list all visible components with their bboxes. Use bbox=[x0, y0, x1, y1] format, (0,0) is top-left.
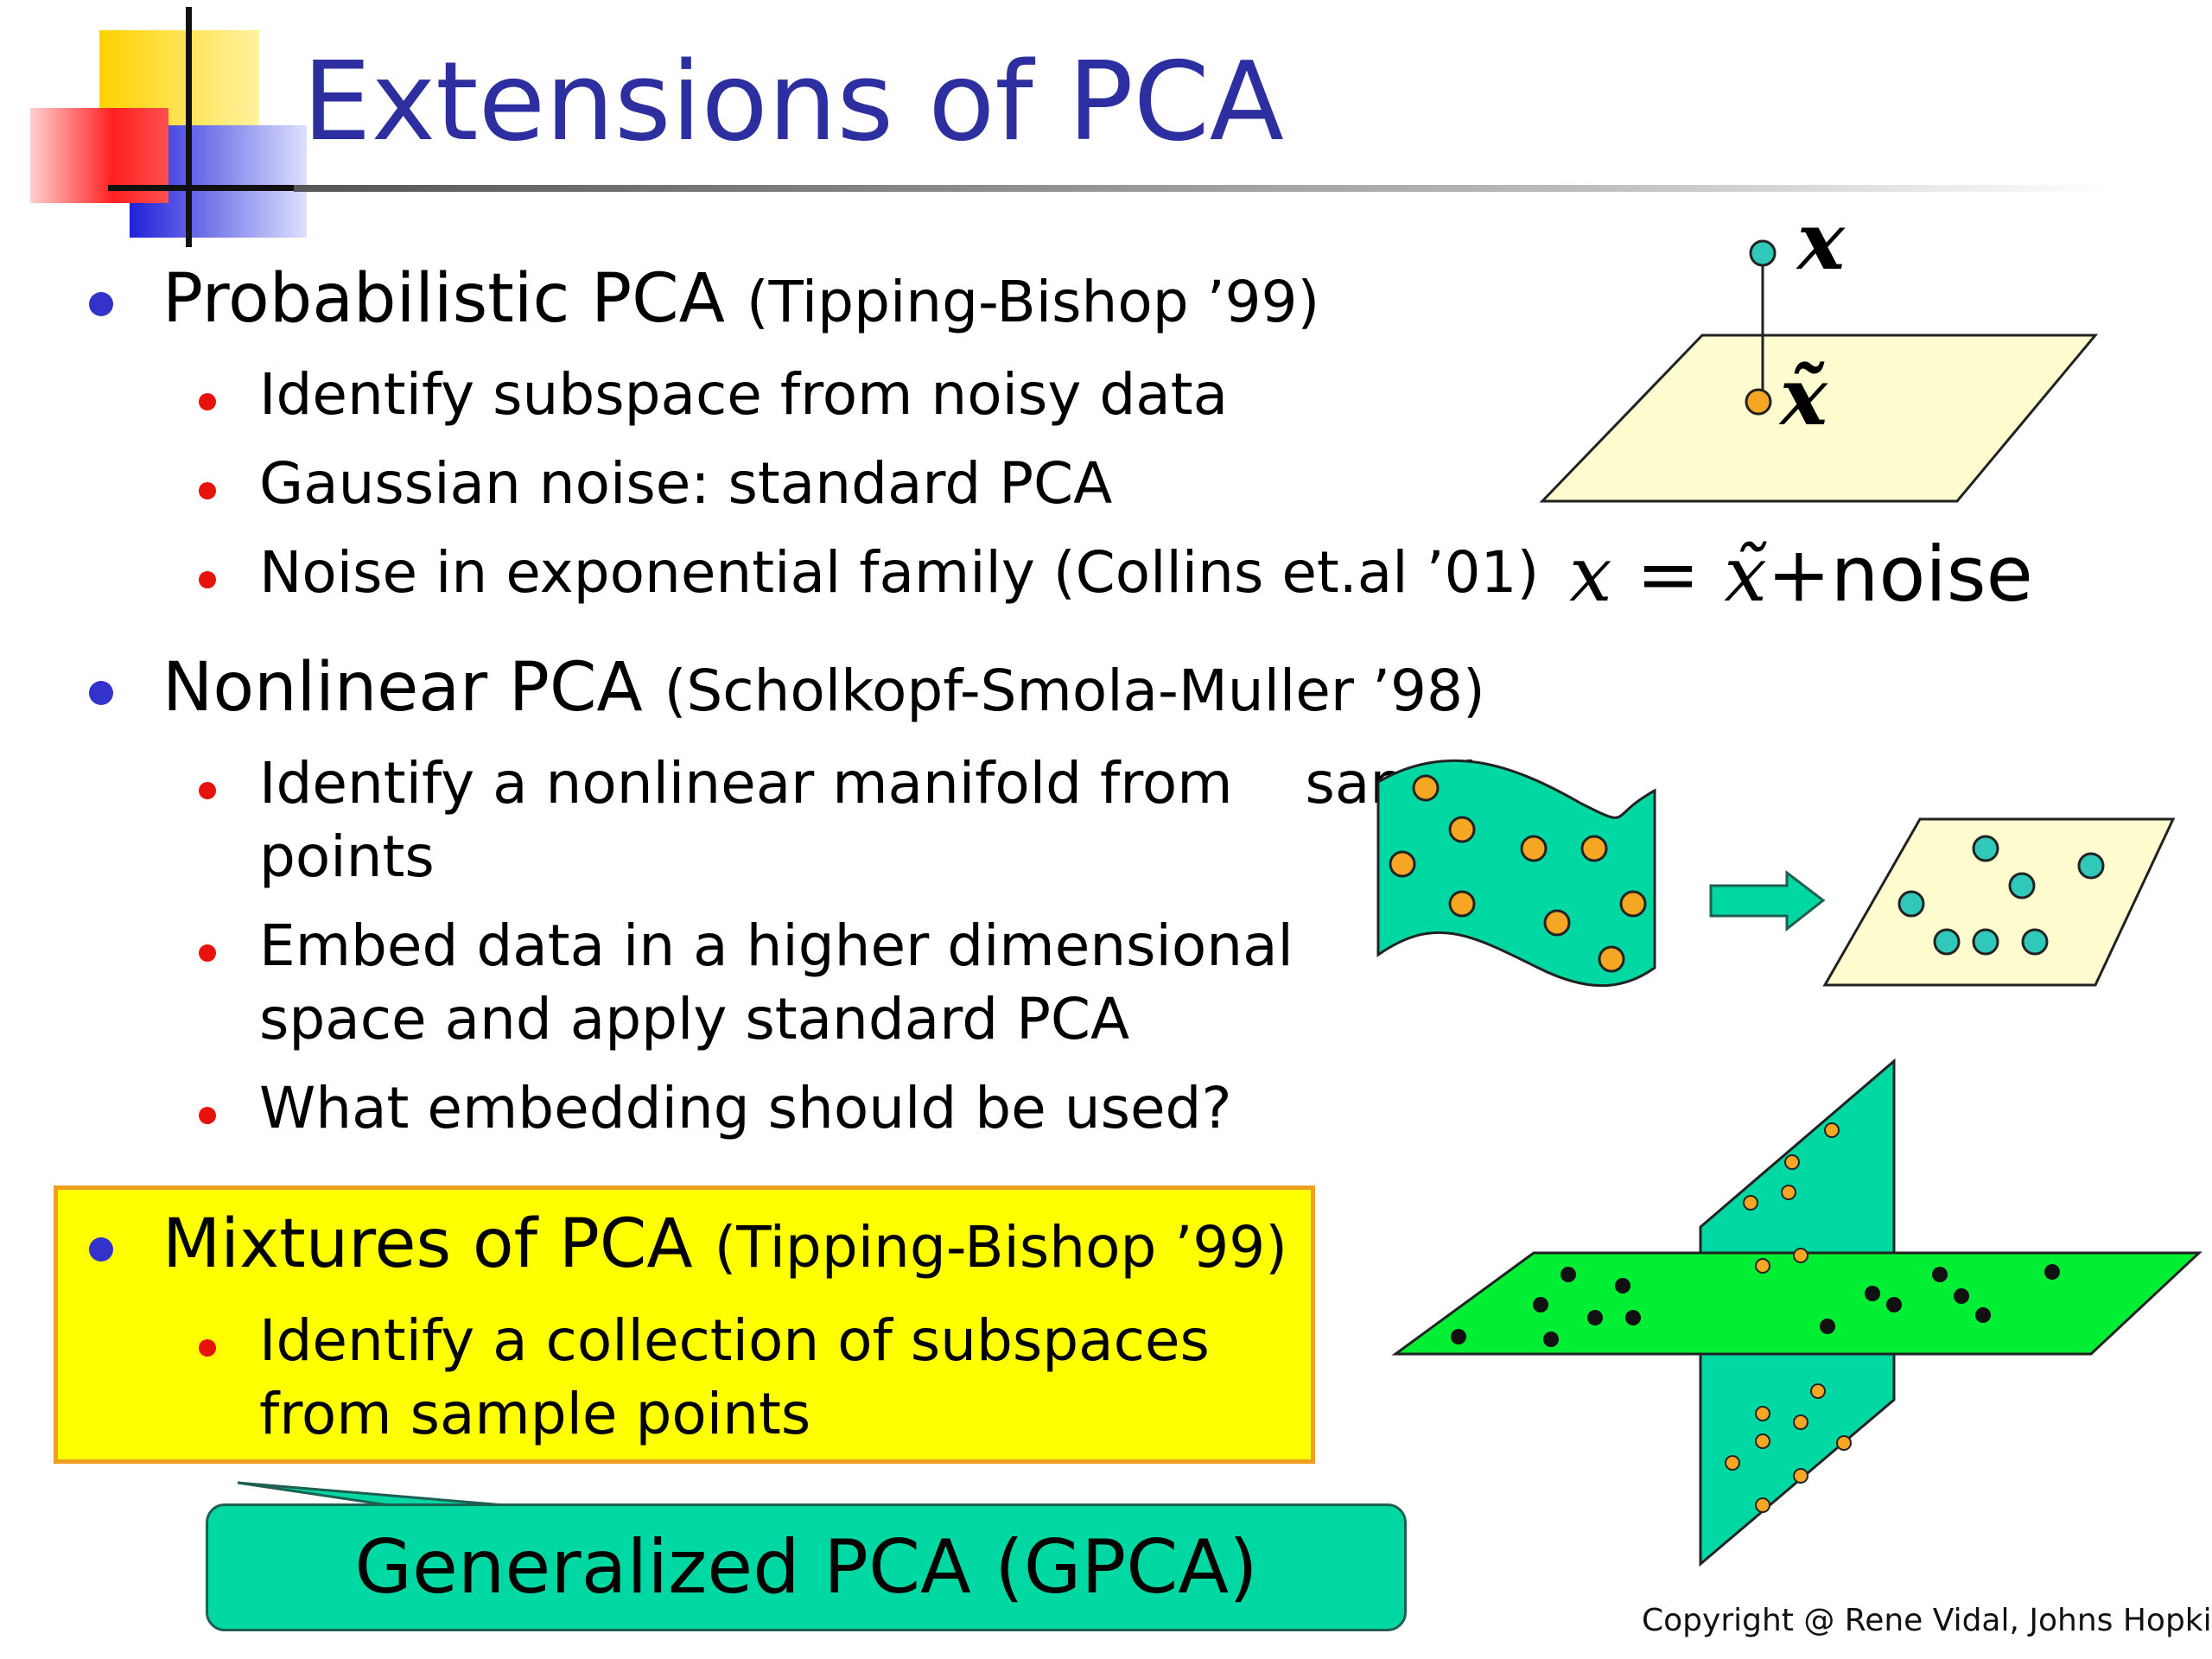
section-reference: (Tipping-Bishop ’99) bbox=[746, 269, 1320, 335]
equation-plus: + bbox=[1766, 530, 1831, 619]
subspace-point bbox=[1755, 1258, 1770, 1274]
subspace-point bbox=[1451, 1329, 1466, 1344]
manifold-point bbox=[1448, 890, 1476, 918]
manifold-point bbox=[1619, 890, 1647, 918]
manifold-point bbox=[1520, 835, 1548, 862]
subspace-point bbox=[1587, 1310, 1603, 1325]
horizontal-plane bbox=[1391, 1251, 2202, 1356]
sub-bullet: What embedding should be used? bbox=[259, 1075, 1232, 1141]
manifold-point bbox=[1580, 835, 1608, 862]
title-rule bbox=[294, 185, 2108, 192]
subspace-point bbox=[1820, 1319, 1835, 1334]
manifold-point bbox=[1543, 909, 1571, 937]
bullet-dot bbox=[89, 1237, 113, 1262]
subspace-point bbox=[1932, 1267, 1948, 1282]
projection-label: x̃ bbox=[1780, 350, 1827, 443]
page-title: Extensions of PCA bbox=[302, 38, 1284, 165]
gpca-callout: Generalized PCA (GPCA) bbox=[206, 1503, 1407, 1631]
subspace-point bbox=[1560, 1267, 1576, 1282]
manifold-point bbox=[1389, 850, 1416, 878]
sub-bullet: Gaussian noise: standard PCA bbox=[259, 450, 1113, 517]
sub-bullet-dot bbox=[199, 482, 216, 499]
subspace-point bbox=[1533, 1297, 1548, 1313]
section-mixtures-of-pca: Mixtures of PCA (Tipping-Bishop ’99) bbox=[162, 1205, 1287, 1286]
embedded-point bbox=[2077, 852, 2105, 880]
subspace-point bbox=[1810, 1383, 1826, 1399]
manifold-point bbox=[1412, 774, 1440, 802]
subspace-point bbox=[1836, 1435, 1852, 1451]
point-label: x bbox=[1797, 194, 1845, 288]
subspace-point bbox=[1784, 1154, 1800, 1170]
embedded-points bbox=[1897, 835, 2105, 956]
section-title: Probabilistic PCA bbox=[162, 260, 726, 338]
manifold-points bbox=[1389, 774, 1647, 973]
subspace-point bbox=[1975, 1307, 1991, 1323]
sub-bullet-continuation: from sample points bbox=[259, 1381, 811, 1447]
sub-bullet-dot bbox=[199, 571, 216, 588]
subspace-point bbox=[1755, 1497, 1770, 1513]
subspace-point bbox=[1824, 1122, 1840, 1138]
subspace-point bbox=[1793, 1248, 1808, 1263]
section-nonlinear-pca: Nonlinear PCA (Scholkopf-Smola-Muller ’9… bbox=[162, 648, 1485, 729]
sub-bullet-dot bbox=[199, 782, 216, 799]
subspace-point bbox=[1781, 1185, 1796, 1200]
mixtures-highlight-box bbox=[54, 1185, 1315, 1464]
equation-noise: noise bbox=[1830, 530, 2033, 619]
sub-bullet: Identify a collection of subspaces bbox=[259, 1307, 1210, 1374]
sub-bullet: Embed data in a higher dimensional bbox=[259, 912, 1294, 979]
subspace-point bbox=[2044, 1264, 2060, 1280]
subspace-point bbox=[1743, 1195, 1758, 1211]
sub-bullet: Noise in exponential family (Collins et.… bbox=[259, 539, 1540, 606]
embedded-point bbox=[1972, 928, 1999, 956]
subspace-point bbox=[1954, 1288, 1969, 1304]
section-reference: (Scholkopf-Smola-Muller ’98) bbox=[664, 658, 1485, 724]
title-decoration bbox=[30, 7, 2108, 247]
section-reference: (Tipping-Bishop ’99) bbox=[714, 1214, 1288, 1281]
horizontal-plane-points bbox=[1451, 1264, 2060, 1347]
sub-bullet: Identify subspace from noisy data bbox=[259, 361, 1229, 428]
subspace-point bbox=[1793, 1468, 1808, 1484]
noise-equation: x = x̃+noise bbox=[1569, 530, 2033, 619]
embedded-point bbox=[2008, 872, 2036, 899]
subspace-point bbox=[1615, 1278, 1630, 1294]
embedded-point bbox=[1897, 890, 1925, 918]
subspace-plane bbox=[1539, 334, 2099, 503]
sub-bullet-dot bbox=[199, 1339, 216, 1357]
equation-lhs: x = x̃ bbox=[1569, 530, 1767, 619]
deco-vertical-line bbox=[186, 7, 192, 247]
subspace-point bbox=[1755, 1433, 1770, 1449]
manifold-point bbox=[1598, 945, 1625, 973]
subspace-point bbox=[1625, 1310, 1641, 1325]
subspace-point bbox=[1865, 1286, 1880, 1301]
embedded-point bbox=[2021, 928, 2049, 956]
copyright-notice: Copyright @ Rene Vidal, Johns Hopkins bbox=[1642, 1603, 2212, 1638]
embedding-arrow bbox=[1709, 869, 1826, 932]
sub-bullet-continuation: space and apply standard PCA bbox=[259, 986, 1130, 1052]
sub-bullet-dot bbox=[199, 1107, 216, 1124]
sub-bullet-dot bbox=[199, 393, 216, 410]
embedded-point bbox=[1933, 928, 1961, 956]
nonlinear-manifold bbox=[1376, 759, 1656, 988]
manifold-point bbox=[1448, 816, 1476, 843]
embedded-point bbox=[1972, 835, 1999, 862]
subspace-point bbox=[1543, 1332, 1559, 1347]
subspace-point bbox=[1725, 1455, 1740, 1471]
subspace-point bbox=[1755, 1406, 1770, 1421]
section-probabilistic-pca: Probabilistic PCA (Tipping-Bishop ’99) bbox=[162, 259, 1319, 340]
vertical-plane-points bbox=[1725, 1122, 1852, 1513]
subspace-point bbox=[1793, 1414, 1808, 1430]
data-point bbox=[1749, 239, 1777, 267]
section-title: Nonlinear PCA bbox=[162, 649, 643, 727]
sub-bullet-dot bbox=[199, 944, 216, 962]
deco-horizontal-line bbox=[108, 185, 307, 191]
section-title: Mixtures of PCA bbox=[162, 1205, 693, 1283]
bullet-dot bbox=[89, 292, 113, 316]
subspace-point bbox=[1886, 1297, 1902, 1313]
bullet-dot bbox=[89, 681, 113, 705]
sub-bullet-continuation: points bbox=[259, 823, 435, 890]
projected-point bbox=[1745, 388, 1772, 416]
